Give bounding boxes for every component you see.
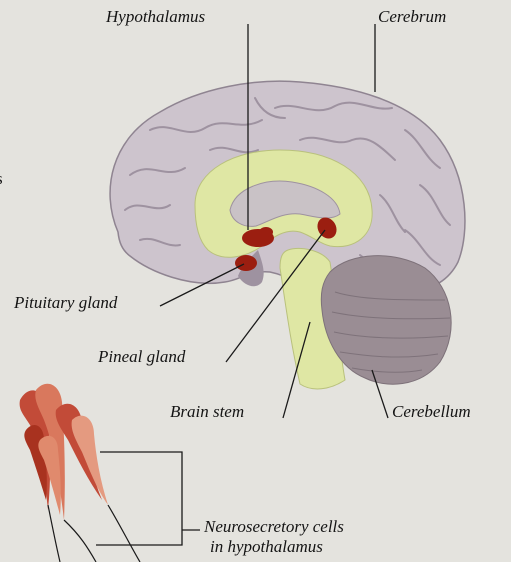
pineal-gland-label: Pineal gland — [98, 348, 185, 365]
pituitary-gland-label: Pituitary gland — [14, 294, 117, 311]
pituitary-gland-shape — [235, 255, 257, 271]
cerebellum-label: Cerebellum — [392, 403, 471, 420]
neurosecretory-cells — [20, 384, 140, 562]
cerebrum-label: Cerebrum — [378, 8, 446, 25]
brain-stem-label: Brain stem — [170, 403, 244, 420]
neurosecretory-label-line2: in hypothalamus — [210, 538, 323, 555]
edge-char-fragment: s — [0, 170, 3, 187]
hypothalamus-label: Hypothalamus — [106, 8, 205, 25]
neurosecretory-label-line1: Neurosecretory cells — [204, 518, 344, 535]
